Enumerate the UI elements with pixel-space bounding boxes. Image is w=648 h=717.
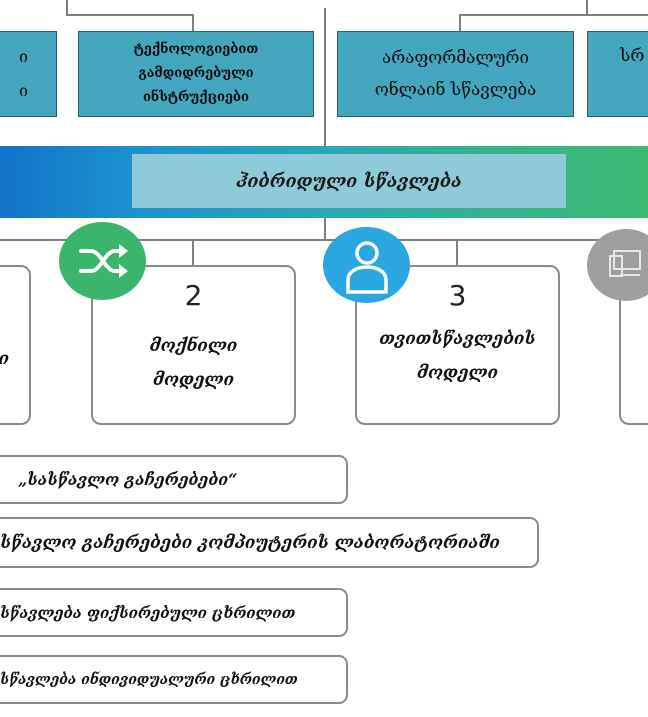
top-right-branch [459, 14, 648, 16]
model-branch-line [0, 239, 648, 241]
model-drop-1 [192, 239, 194, 265]
model-title-line: მოქნილი [149, 336, 238, 356]
top-box-text: ტექნოლოგიებით [133, 42, 259, 57]
bottom-box-computer-lab: სწავლო გაჩერებები კომპიუტერის ლაბორატორი… [0, 517, 539, 568]
bottom-box-text: სწავლება ინდივიდუალური ცხრილით [0, 671, 298, 688]
top-box-text: ინსტრუქციები [142, 90, 250, 105]
top-right-drop-a [459, 14, 461, 32]
user-icon [323, 227, 410, 303]
top-box-partial-left: ი ი [0, 31, 57, 117]
model-title-line: ი [0, 349, 9, 369]
top-box-text: გამდიდრებული [138, 66, 254, 81]
top-left-drop-a [66, 0, 68, 16]
top-box-text: არაფორმალური [382, 48, 529, 68]
top-box-text: ი [19, 47, 28, 66]
top-box-text: სრ [620, 46, 645, 66]
model-title: თვითსწავლების მოდელი [357, 322, 558, 390]
top-box-text: ონლაინ სწავლება [374, 80, 537, 100]
bottom-box-fixed-schedule: სწავლება ფიქსირებული ცხრილით [0, 588, 348, 637]
bottom-box-text: სწავლო გაჩერებები კომპიუტერის ლაბორატორი… [0, 532, 500, 553]
model-title-line: მოდელი [416, 363, 499, 383]
top-left-drop-b [192, 14, 194, 32]
model-title: ი [0, 342, 29, 376]
main-vertical-connector-lower [324, 218, 326, 240]
bottom-box-individual-schedule: სწავლება ინდივიდუალური ცხრილით [0, 655, 348, 704]
top-right-drop-b [586, 0, 588, 16]
computer-icon [587, 229, 648, 301]
band-label-text: ჰიბრიდული სწავლება [236, 170, 462, 192]
top-box-partial-right: სრ [587, 31, 648, 117]
hybrid-learning-label: ჰიბრიდული სწავლება [132, 154, 566, 208]
model-title-line: თვითსწავლების [379, 329, 536, 349]
model-title-line: მოდელი [152, 370, 235, 390]
model-title: მოქნილი მოდელი [93, 329, 294, 397]
bottom-box-text: სწავლება ფიქსირებული ცხრილით [0, 603, 296, 622]
model-card-flexible: 2 მოქნილი მოდელი [91, 265, 296, 425]
model-card-partial-left: ი [0, 265, 31, 425]
model-number: 2 [184, 279, 203, 312]
top-box-text: ი [19, 81, 28, 100]
top-box-informal-online: არაფორმალური ონლაინ სწავლება [337, 31, 574, 117]
model-number: 3 [448, 279, 467, 312]
model-drop-2 [456, 239, 458, 265]
bottom-box-text: „სასწავლო გაჩერებები“ [18, 470, 238, 489]
top-left-branch [66, 14, 194, 16]
shuffle-icon [59, 222, 146, 300]
top-box-enriched-instructions: ტექნოლოგიებით გამდიდრებული ინსტრუქციები [78, 31, 314, 117]
bottom-box-learning-stops: „სასწავლო გაჩერებები“ [0, 455, 348, 504]
main-vertical-connector [324, 8, 326, 146]
